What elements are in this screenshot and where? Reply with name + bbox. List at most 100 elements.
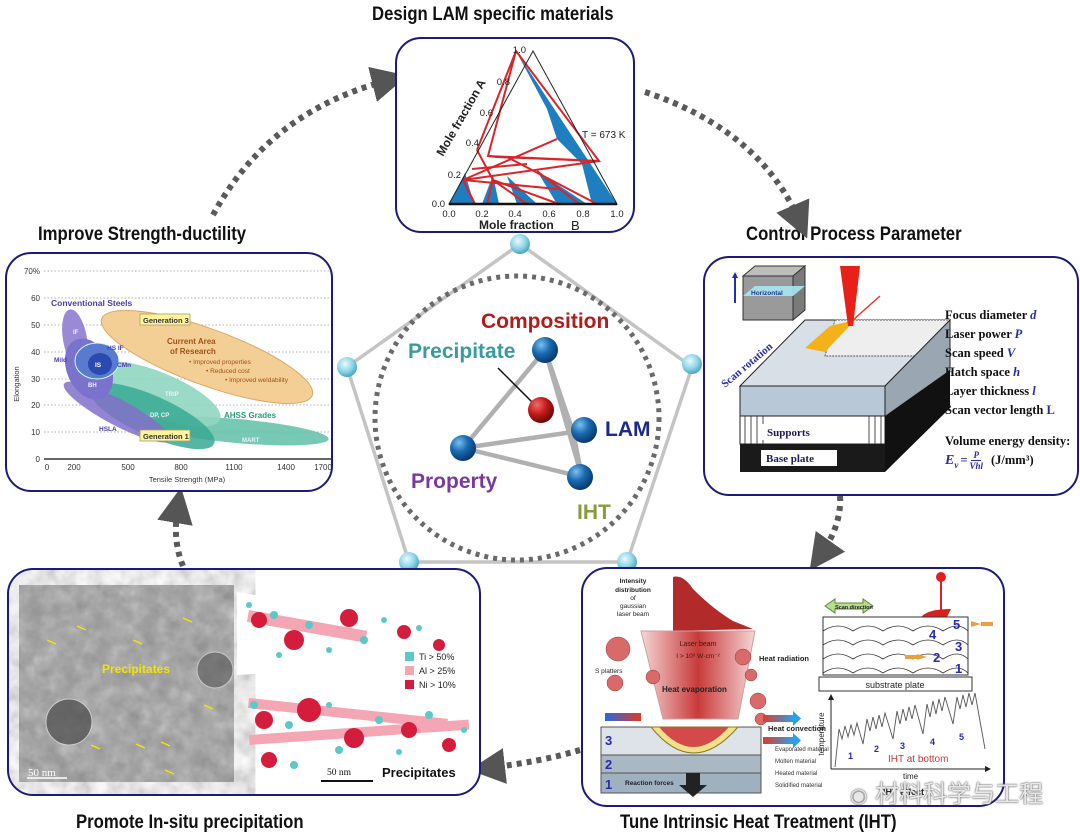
peak-label-4: 4 bbox=[930, 737, 935, 747]
label-trip: TRIP bbox=[165, 392, 179, 398]
left-tick: 0.2 bbox=[448, 170, 461, 181]
x-tick: 1700 bbox=[314, 463, 331, 472]
label-hsla: HSLA bbox=[99, 426, 117, 433]
stack-number-2: 2 bbox=[933, 650, 940, 665]
param-laser-power: Laser power P bbox=[945, 327, 1023, 341]
legend-heated: Heated material bbox=[775, 771, 817, 777]
arrow-top-to-right bbox=[644, 89, 810, 239]
title-design-materials: Design LAM specific materials bbox=[372, 4, 614, 25]
label-dpcp: DP, CP bbox=[150, 413, 169, 419]
left-tick: 0.8 bbox=[497, 77, 510, 88]
axis-label-b-var: B bbox=[571, 218, 580, 231]
horizontal-label: Horizontal bbox=[751, 290, 783, 297]
label-current-area: Current Area bbox=[167, 337, 216, 346]
bottom-tick: 0.6 bbox=[542, 209, 555, 220]
apt-scale-bar: 50 nm bbox=[327, 768, 352, 778]
label-bh: BH bbox=[88, 383, 97, 389]
y-tick: 0 bbox=[36, 455, 41, 464]
label-bullet-1: • Improved properties bbox=[189, 359, 252, 366]
scan-direction-arrow bbox=[824, 598, 874, 614]
legend-label-ni: Ni > 10% bbox=[419, 680, 456, 690]
layer-number-1: 1 bbox=[605, 777, 612, 792]
y-tick: 40 bbox=[31, 348, 40, 357]
panel-ternary-diagram: 0.0 0.2 0.4 0.6 0.8 1.0 0.0 0.2 0.4 0.6 … bbox=[395, 37, 635, 233]
left-tick: 0.6 bbox=[480, 108, 493, 119]
heat-convection-label: Heat convection bbox=[768, 724, 826, 733]
label-conventional-steels: Conventional Steels bbox=[51, 298, 133, 308]
x-axis-label: Tensile Strength (MPa) bbox=[149, 475, 226, 484]
iht-effect-label: IHT effect bbox=[883, 787, 924, 797]
apt-precipitates-caption: Precipitates bbox=[382, 765, 456, 780]
y-tick: 50 bbox=[31, 321, 40, 330]
intensity-label-2: distribution bbox=[615, 587, 651, 594]
iht-at-bottom-label: IHT at bottom bbox=[888, 754, 948, 765]
y-axis-label: Elongation bbox=[12, 366, 21, 401]
tem-scale-bar: 50 nm bbox=[28, 767, 56, 779]
legend-swatch-al bbox=[405, 666, 414, 675]
intensity-label-4: gaussian bbox=[620, 603, 646, 610]
legend-swatch-ni bbox=[405, 680, 414, 689]
tem-precipitates-label: Precipitates bbox=[102, 662, 170, 676]
spatters-label: S platters bbox=[595, 668, 623, 675]
panel-process-parameters: Horizontal Scan rotation Supports bbox=[703, 256, 1079, 496]
temperature-axis-label: temperature bbox=[817, 712, 826, 756]
panel-strength-ductility-chart: Conventional Steels Generation 3 Generat… bbox=[5, 252, 333, 492]
axis-label-b: Mole fraction bbox=[479, 218, 554, 231]
peak-label-5: 5 bbox=[959, 732, 964, 742]
legend-evaporated: Evaporated material bbox=[775, 747, 829, 753]
layer-number-3: 3 bbox=[605, 733, 612, 748]
y-tick: 60 bbox=[31, 294, 40, 303]
peak-label-1: 1 bbox=[848, 751, 853, 761]
panel-intrinsic-heat-treatment: Intensity distribution of gaussian laser… bbox=[581, 567, 1005, 807]
temperature-label: T = 673 K bbox=[582, 130, 626, 141]
label-mild: Mild bbox=[54, 357, 67, 364]
stack-number-1: 1 bbox=[955, 661, 962, 676]
energy-density-title: Volume energy density: bbox=[945, 434, 1071, 448]
energy-unit: (J/mm³) bbox=[990, 453, 1034, 467]
title-intrinsic-heat-treatment: Tune Intrinsic Heat Treatment (IHT) bbox=[620, 812, 897, 833]
label-bullet-3: • Improved weldability bbox=[225, 377, 289, 384]
left-tick: 1.0 bbox=[513, 45, 526, 56]
arrow-left-to-top bbox=[210, 66, 408, 217]
label-hsif: HS IF bbox=[107, 345, 124, 352]
dotted-circle bbox=[372, 273, 662, 563]
x-tick: 800 bbox=[174, 463, 188, 472]
bottom-tick: 0.8 bbox=[576, 209, 589, 220]
layer-number-2: 2 bbox=[605, 757, 612, 772]
label-if: IF bbox=[73, 330, 79, 336]
base-plate-label: Base plate bbox=[766, 453, 814, 465]
energy-numerator: P bbox=[971, 450, 981, 461]
param-layer-thickness: Layer thickness l bbox=[945, 384, 1036, 398]
laser-beam-label: Laser beam bbox=[680, 641, 717, 648]
legend-solidified: Solidified material bbox=[775, 783, 822, 789]
stack-number-3: 3 bbox=[955, 639, 962, 654]
y-tick: 30 bbox=[31, 375, 40, 384]
scan-direction-label: Scan direction bbox=[835, 605, 874, 611]
energy-denominator: Vhl bbox=[969, 461, 983, 471]
region-trip bbox=[93, 361, 221, 427]
label-bullet-2: • Reduced cost bbox=[206, 368, 250, 375]
label-cmn: CMn bbox=[117, 362, 131, 369]
title-strength-ductility: Improve Strength-ductility bbox=[38, 224, 247, 245]
time-label: time bbox=[903, 772, 919, 781]
y-tick: 10 bbox=[31, 428, 40, 437]
label-is: IS bbox=[95, 362, 102, 369]
supports-label: Supports bbox=[767, 427, 811, 439]
peak-label-2: 2 bbox=[874, 744, 879, 754]
apt-reconstruction: Ti > 50% Al > 25% Ni > 10% 50 nm Precipi… bbox=[237, 592, 470, 782]
label-generation-3: Generation 3 bbox=[143, 316, 189, 325]
substrate-plate-label: substrate plate bbox=[865, 680, 924, 690]
arrow-bottom-left-to-left bbox=[157, 487, 193, 568]
pentagon-frame bbox=[344, 241, 695, 564]
arrow-bottom-right-to-bottom-left bbox=[469, 747, 581, 784]
bottom-tick: 0.0 bbox=[442, 209, 455, 220]
x-tick: 500 bbox=[121, 463, 135, 472]
stack-number-5: 5 bbox=[953, 617, 960, 632]
arrow-right-to-bottom-right bbox=[809, 495, 846, 571]
intensity-label-3: of bbox=[630, 595, 636, 602]
title-insitu-precipitation: Promote In-situ precipitation bbox=[76, 812, 304, 833]
x-tick: 1400 bbox=[277, 463, 295, 472]
x-tick: 200 bbox=[67, 463, 81, 472]
y-tick: 70% bbox=[24, 267, 40, 276]
